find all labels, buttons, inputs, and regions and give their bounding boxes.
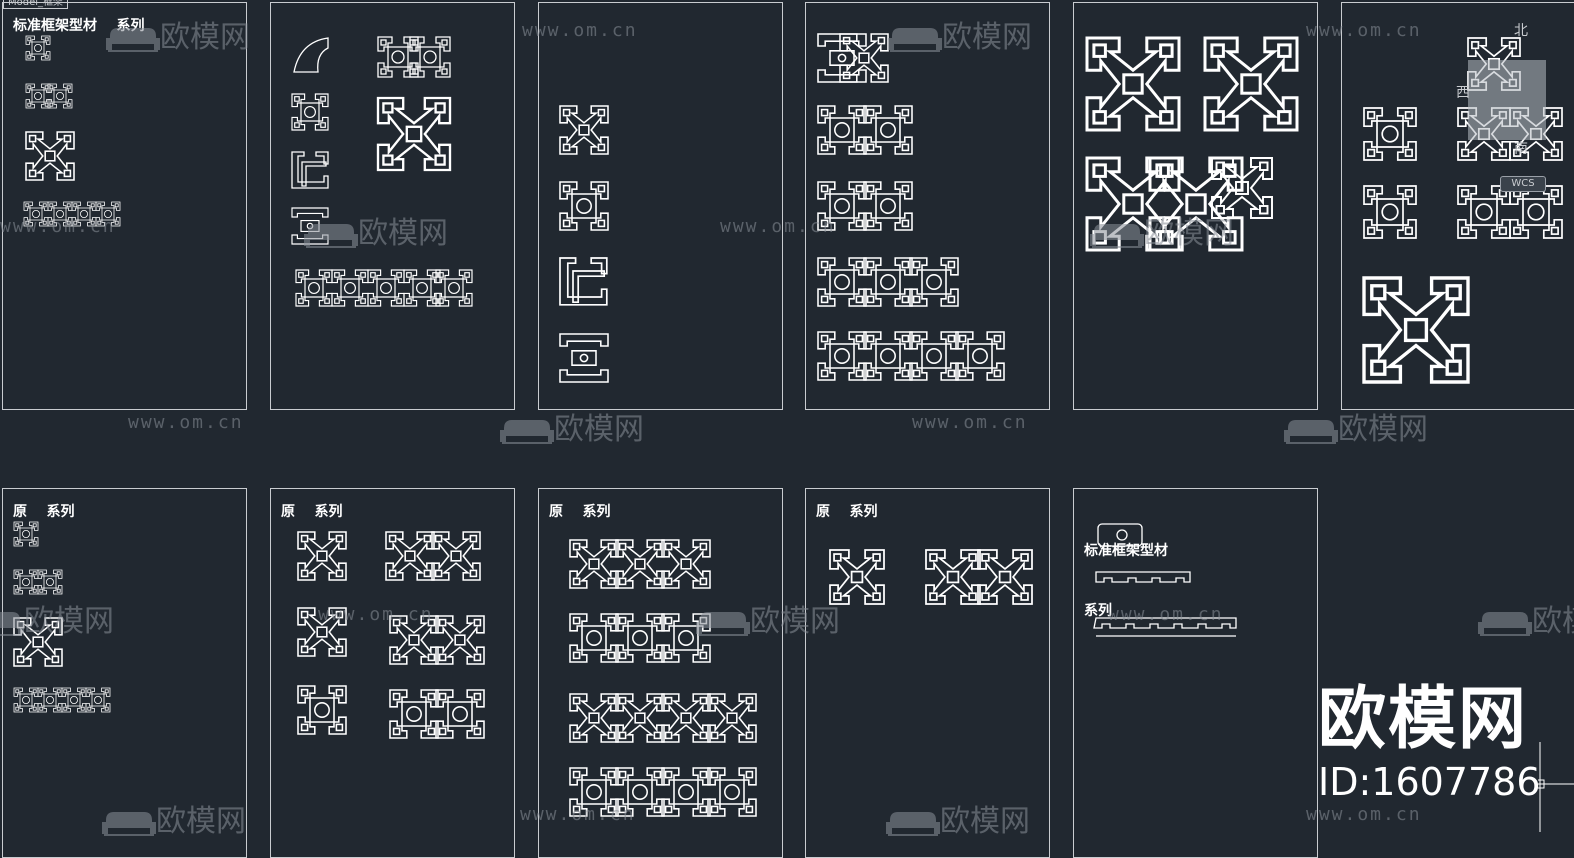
wcs-menu[interactable]: WCS xyxy=(1500,176,1546,192)
sheet-3-profiles xyxy=(559,105,609,383)
crosshair-cursor-icon xyxy=(1538,742,1574,832)
sheet-title: 原 系列 xyxy=(281,504,343,520)
sheet-frame-2[interactable] xyxy=(270,2,515,410)
sheet-10-profiles xyxy=(829,549,1033,605)
viewcube-cube[interactable] xyxy=(1468,60,1546,140)
sheet-7-profiles xyxy=(13,521,111,713)
sheet-frame-6[interactable] xyxy=(1341,2,1574,410)
sheet-4-profiles xyxy=(817,33,1005,381)
sheet-1-profiles xyxy=(23,35,121,227)
sheet-9-profiles xyxy=(569,539,757,817)
sheet-frame-4[interactable] xyxy=(805,2,1050,410)
sheet-title-line-1: 标准框架型材 xyxy=(1084,543,1168,559)
viewcube-south[interactable]: 南 xyxy=(1514,141,1528,157)
sheet-title: 原 系列 xyxy=(816,504,878,520)
sheet-title: 原 系列 xyxy=(13,504,75,520)
model-tab[interactable]: Model_框架 xyxy=(3,0,69,9)
sheet-frame-11[interactable]: 标准框架型材 系列 xyxy=(1073,488,1318,858)
sheet-title: 原 系列 xyxy=(549,504,611,520)
sheet-frame-3[interactable] xyxy=(538,2,783,410)
sheet-title: 标准框架型材 系列 xyxy=(1084,501,1168,661)
sheet-11-profiles xyxy=(1093,523,1237,637)
sheet-title-line-2: 系列 xyxy=(1084,603,1112,619)
sheet-frame-5[interactable] xyxy=(1073,2,1318,410)
viewcube-west[interactable]: 西 xyxy=(1456,85,1470,101)
sheet-2-profiles xyxy=(291,36,473,307)
sheet-frame-9[interactable]: 原 系列 xyxy=(538,488,783,858)
sheet-8-profiles xyxy=(297,531,485,739)
viewcube-north[interactable]: 北 xyxy=(1514,23,1528,39)
sheet-5-profiles xyxy=(1085,36,1299,252)
